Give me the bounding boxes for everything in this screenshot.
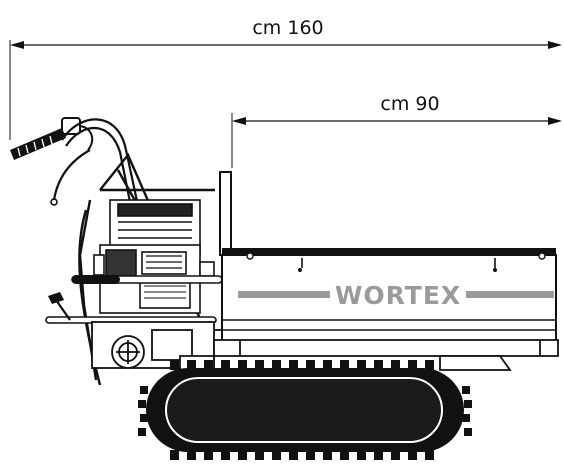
- track-lug: [357, 450, 366, 460]
- bed-top-rail: [222, 248, 556, 255]
- track-lug: [255, 450, 264, 460]
- hand-grip: [10, 128, 66, 160]
- track-lug: [464, 400, 472, 408]
- track-lug: [272, 450, 281, 460]
- bed-length-label: cm 90: [380, 93, 439, 115]
- track-lug: [238, 450, 247, 460]
- track-lug: [221, 360, 230, 370]
- handlebar: [50, 117, 142, 216]
- track-lug: [462, 414, 470, 422]
- track-lug: [204, 360, 213, 370]
- track-lug: [357, 360, 366, 370]
- track-lugs: [138, 360, 472, 460]
- track-lug: [340, 360, 349, 370]
- bed-arrow-right: [548, 117, 562, 125]
- overall-arrow-right: [548, 41, 562, 49]
- track-lug: [170, 450, 179, 460]
- track-lug: [170, 360, 179, 370]
- bed-arrow-left: [232, 117, 246, 125]
- track-lug: [289, 360, 298, 370]
- track-lug: [187, 450, 196, 460]
- track-lug: [140, 414, 148, 422]
- track-lug: [306, 360, 315, 370]
- track-inner: [165, 377, 443, 443]
- overall-length-dimension: cm 160: [9, 17, 562, 140]
- track-lug: [204, 450, 213, 460]
- track-lug: [323, 360, 332, 370]
- track-lug: [464, 428, 472, 436]
- track-lug: [138, 428, 146, 436]
- track-lug: [340, 450, 349, 460]
- track-lug: [272, 360, 281, 370]
- track-lug: [374, 450, 383, 460]
- overall-arrow-left: [10, 41, 24, 49]
- brand-logo-text: WORTEX: [335, 281, 461, 310]
- bed-front-wall: [219, 171, 232, 256]
- chassis: [179, 339, 559, 371]
- track-lug: [391, 360, 400, 370]
- bed-brand-stripe: WORTEX: [238, 281, 554, 310]
- control-lever-upper: [71, 275, 223, 284]
- rubber-track: [138, 360, 472, 460]
- track-lug: [425, 450, 434, 460]
- track-lug: [374, 360, 383, 370]
- overall-length-label: cm 160: [252, 17, 323, 39]
- track-lug: [255, 360, 264, 370]
- track-lug: [138, 400, 146, 408]
- track-lug: [238, 360, 247, 370]
- track-lug: [425, 360, 434, 370]
- engine: [93, 199, 215, 314]
- drive-housing: [91, 321, 230, 369]
- track-lug: [462, 386, 470, 394]
- bed-length-dimension: cm 90: [231, 93, 562, 168]
- track-lug: [408, 360, 417, 370]
- track-lug: [140, 386, 148, 394]
- track-lug: [187, 360, 196, 370]
- track-lug: [391, 450, 400, 460]
- track-lug: [306, 450, 315, 460]
- dump-bed: [219, 171, 557, 342]
- track-lug: [289, 450, 298, 460]
- track-lug: [323, 450, 332, 460]
- track-lug: [221, 450, 230, 460]
- track-lug: [408, 450, 417, 460]
